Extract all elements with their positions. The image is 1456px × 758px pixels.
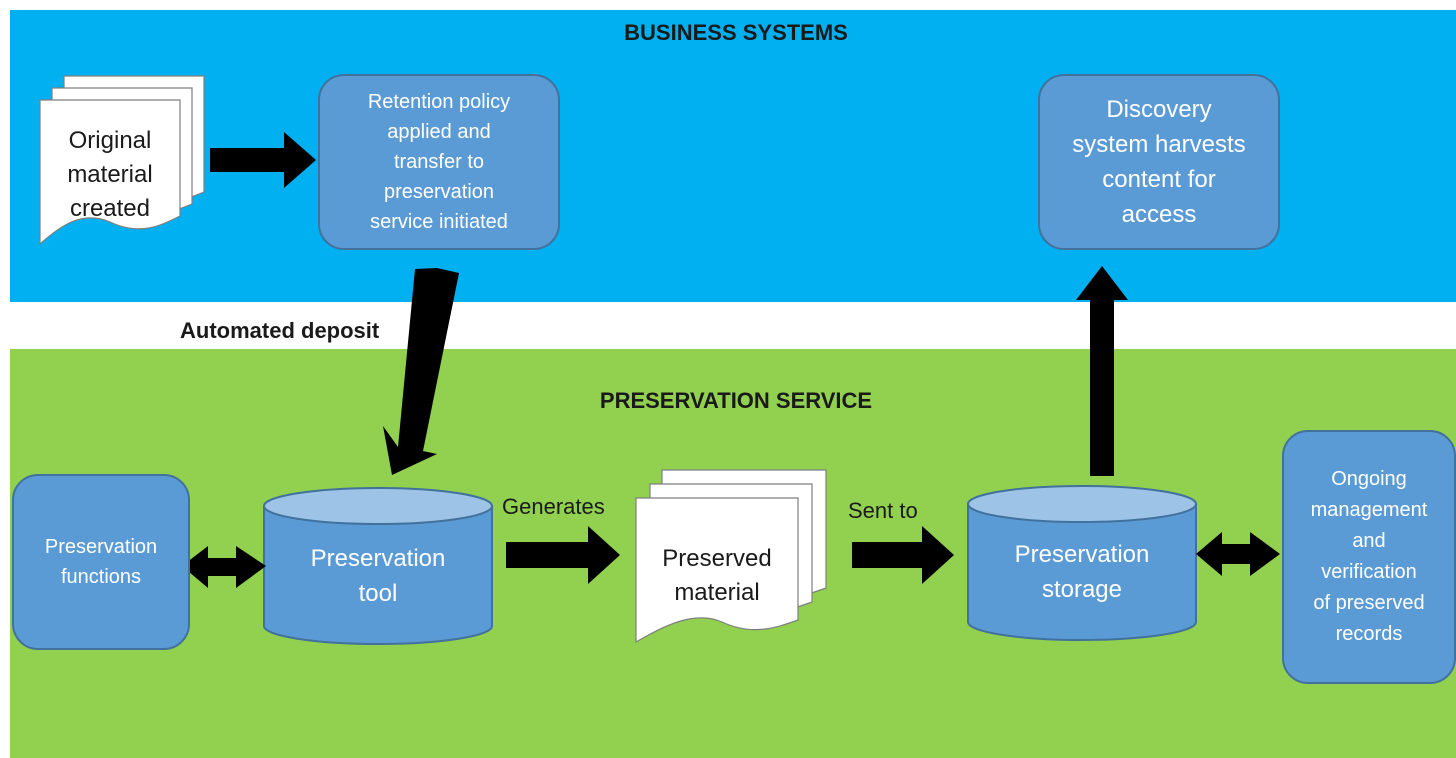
functions-tool-double-arrow <box>182 546 266 588</box>
generates-label: Generates <box>502 494 605 519</box>
ongoing-management-box: Ongoing management and verification of p… <box>1282 430 1456 684</box>
original-material-label: Original material created <box>67 127 153 222</box>
automated-deposit-arrow <box>383 268 459 475</box>
automated-deposit-label: Automated deposit <box>180 318 380 343</box>
original-material-document-icon <box>39 75 205 246</box>
sent-to-label: Sent to <box>848 498 918 523</box>
discovery-system-box: Discovery system harvests content for ac… <box>1038 74 1280 250</box>
business-systems-title: BUSINESS SYSTEMS <box>624 20 848 45</box>
preservation-tool-cylinder <box>263 487 493 645</box>
preservation-storage-cylinder <box>967 485 1197 641</box>
preserved-material-label: Preserved material <box>662 545 772 606</box>
preserved-material-document-icon <box>635 469 827 644</box>
preservation-tool-label: Preservation tool <box>310 545 446 607</box>
storage-to-discovery-arrow <box>1076 266 1128 476</box>
retention-policy-box: Retention policy applied and transfer to… <box>318 74 560 250</box>
preservation-storage-label: Preservation storage <box>1014 541 1150 603</box>
preservation-service-title: PRESERVATION SERVICE <box>599 388 873 413</box>
original-to-retention-arrow <box>210 132 316 188</box>
generates-arrow <box>506 526 620 584</box>
storage-management-double-arrow <box>1196 532 1280 576</box>
preservation-functions-box: Preservation functions <box>12 474 190 650</box>
sent-to-arrow <box>852 526 954 584</box>
